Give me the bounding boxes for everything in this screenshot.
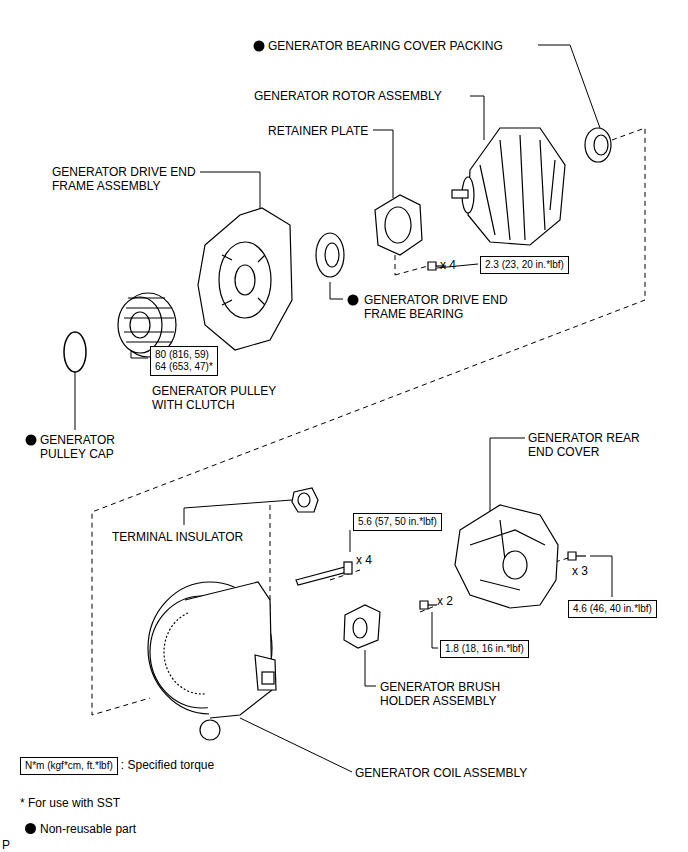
torque-box: 1.8 (18, 16 in.*lbf) — [440, 640, 529, 658]
leader-lines — [75, 45, 612, 772]
torque-box: 5.6 (57, 50 in.*lbf) — [353, 513, 442, 531]
torque-value-frame: 80 (816, 59)64 (653, 47)* — [150, 346, 218, 376]
part-label: GENERATOR ROTOR ASSEMBLY — [254, 89, 442, 103]
legend-entry: Non-reusable part — [25, 822, 136, 836]
part-label: GENERATOR REAR END COVER — [528, 431, 643, 459]
torque-unit-key: N*m (kgf*cm, ft.*lbf) — [20, 757, 118, 775]
non-reusable-mark — [25, 823, 36, 834]
torque-value: 4.6 (46, 40 in.*lbf) — [573, 603, 652, 615]
part-label: GENERATOR DRIVE END FRAME BEARING — [364, 293, 514, 321]
part-label: RETAINER PLATE — [268, 124, 368, 138]
torque-value: 2.3 (23, 20 in.*lbf) — [485, 259, 564, 271]
part-label: GENERATOR BRUSH HOLDER ASSEMBLY — [380, 680, 505, 708]
part-label: GENERATOR COIL ASSEMBLY — [355, 766, 527, 780]
torque-box: 80 (816, 59)64 (653, 47)* — [150, 346, 218, 376]
torque-value-frame: 5.6 (57, 50 in.*lbf) — [353, 513, 442, 531]
quantity-label: P — [2, 838, 10, 852]
torque-value: 5.6 (57, 50 in.*lbf) — [358, 516, 437, 528]
part-label: * For use with SST — [20, 796, 120, 810]
torque-value: 1.8 (18, 16 in.*lbf) — [445, 643, 524, 655]
torque-value-frame: 1.8 (18, 16 in.*lbf) — [440, 640, 529, 658]
torque-box: 2.3 (23, 20 in.*lbf) — [480, 256, 569, 274]
part-label: GENERATOR DRIVE END FRAME ASSEMBLY — [52, 165, 202, 193]
alignment-lines — [92, 128, 645, 715]
part-label: GENERATOR PULLEY CAP — [40, 433, 120, 461]
torque-value: 80 (816, 59) — [155, 349, 213, 361]
part-label: GENERATOR BEARING COVER PACKING — [268, 39, 503, 53]
quantity-label: x 4 — [356, 553, 372, 567]
torque-box: 4.6 (46, 40 in.*lbf) — [568, 600, 657, 618]
part-label: TERMINAL INSULATOR — [112, 530, 243, 544]
quantity-label: x 4 — [440, 258, 456, 272]
torque-value-frame: 2.3 (23, 20 in.*lbf) — [480, 256, 569, 274]
quantity-label: x 2 — [437, 594, 453, 608]
torque-box: N*m (kgf*cm, ft.*lbf): Specified torque — [20, 757, 214, 775]
quantity-label: x 3 — [572, 564, 588, 578]
torque-value-frame: 4.6 (46, 40 in.*lbf) — [568, 600, 657, 618]
torque-value: 64 (653, 47)* — [155, 361, 213, 373]
part-label: GENERATOR PULLEY WITH CLUTCH — [152, 384, 282, 412]
legend-text: Non-reusable part — [40, 822, 136, 836]
key-explanation: : Specified torque — [121, 758, 214, 772]
